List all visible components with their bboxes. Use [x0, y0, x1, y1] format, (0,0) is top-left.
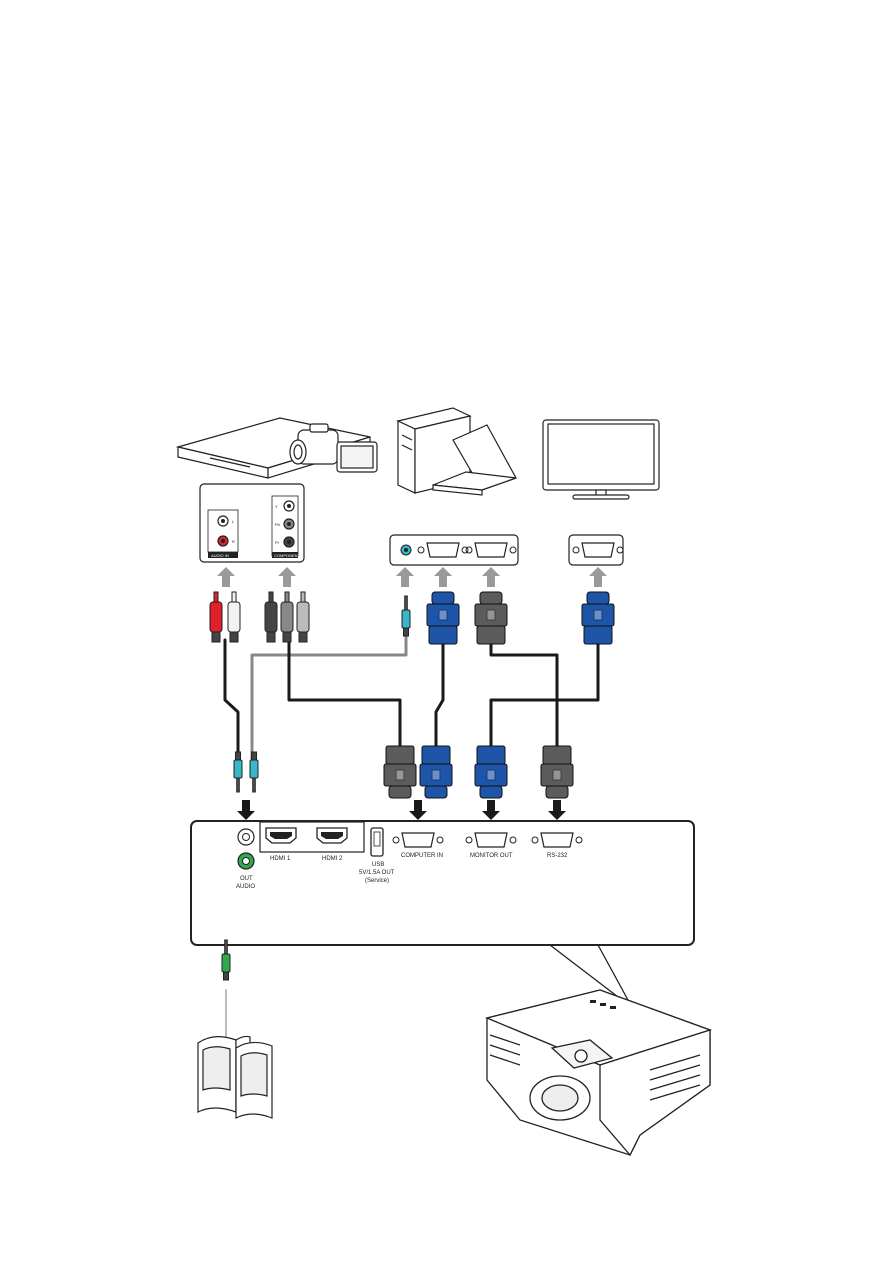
- usb-service-label: (Service): [365, 878, 389, 884]
- arrow-up-audio-in: [217, 567, 235, 587]
- rca-pb-plug: [280, 591, 294, 643]
- pc-audio-jack-plug: [401, 595, 411, 637]
- arrow-down-rs232: [548, 800, 566, 820]
- vga-plug-blue-monitor-out: [474, 745, 508, 799]
- cable-pc-vga: [434, 634, 445, 754]
- projector-rear-panel: OUT AUDIO HDMI 1 HDMI 2 USB 5V/1.5A OUT …: [190, 820, 695, 946]
- camcorder-illustration: [289, 423, 378, 473]
- rs232-label: RS-232: [547, 853, 568, 859]
- vga-plug-gray-pc: [474, 591, 508, 645]
- projector-illustration: [484, 944, 713, 1157]
- cable-pc-audio: [250, 634, 408, 762]
- vga-plug-blue-monitor: [581, 591, 615, 645]
- audio-in-jack-plug-2: [249, 751, 259, 793]
- audio-label: AUDIO: [236, 884, 255, 890]
- pc-source-panel: [389, 534, 519, 566]
- audio-in-jack-plug-1: [233, 751, 243, 793]
- rca-white-plug: [227, 591, 241, 643]
- cable-component: [287, 638, 402, 754]
- component-pb-label: Pb: [275, 522, 281, 527]
- monitor-source-panel: [568, 534, 624, 566]
- cable-audio-rca: [223, 638, 240, 762]
- top-connectors: [209, 591, 615, 645]
- component-y-label: Y: [275, 504, 278, 509]
- cable-pc-rs232: [489, 634, 559, 754]
- cable-monitor: [489, 634, 600, 754]
- rca-pr-plug: [264, 591, 278, 643]
- hdmi1-label: HDMI 1: [270, 856, 291, 862]
- speakers-illustration: [197, 1035, 273, 1119]
- component-pr-label: Pr: [275, 540, 280, 545]
- computer-in-label: COMPUTER IN: [401, 853, 443, 859]
- hdmi2-label: HDMI 2: [322, 856, 343, 862]
- component-label: COMPONENT: [274, 553, 301, 558]
- usb-power-label: 5V/1.5A OUT: [359, 870, 395, 876]
- arrow-down-audio-in: [237, 800, 255, 820]
- vga-plug-gray-rs232: [540, 745, 574, 799]
- arrow-down-monitor-out: [482, 800, 500, 820]
- desktop-pc-illustration: [396, 407, 472, 494]
- cables: [223, 634, 600, 1041]
- arrow-up-monitor-vga: [589, 567, 607, 587]
- av-source-panel: L R AUDIO IN Y Pb Pr COMPONENT: [199, 483, 305, 563]
- vga-plug-gray-computer-in: [383, 745, 417, 799]
- arrow-up-pc-vga2: [482, 567, 500, 587]
- rca-red-plug: [209, 591, 223, 643]
- vga-plug-blue-computer-in: [419, 745, 453, 799]
- monitor-illustration: [542, 419, 660, 500]
- out-label: OUT: [240, 876, 253, 882]
- usb-label: USB: [372, 862, 384, 868]
- monitor-out-label: MONITOR OUT: [470, 853, 513, 859]
- arrow-down-computer-in: [409, 800, 427, 820]
- laptop-illustration: [432, 424, 517, 496]
- arrow-up-component: [278, 567, 296, 587]
- audio-r-label: R: [232, 539, 235, 544]
- audio-in-label: AUDIO IN: [211, 553, 229, 558]
- vga-plug-blue-pc: [426, 591, 460, 645]
- audio-l-label: L: [232, 519, 235, 524]
- bottom-connectors: [233, 745, 574, 799]
- source-arrows: [217, 567, 607, 587]
- rca-y-plug: [296, 591, 310, 643]
- arrow-up-pc-vga1: [434, 567, 452, 587]
- arrow-up-pc-audio: [396, 567, 414, 587]
